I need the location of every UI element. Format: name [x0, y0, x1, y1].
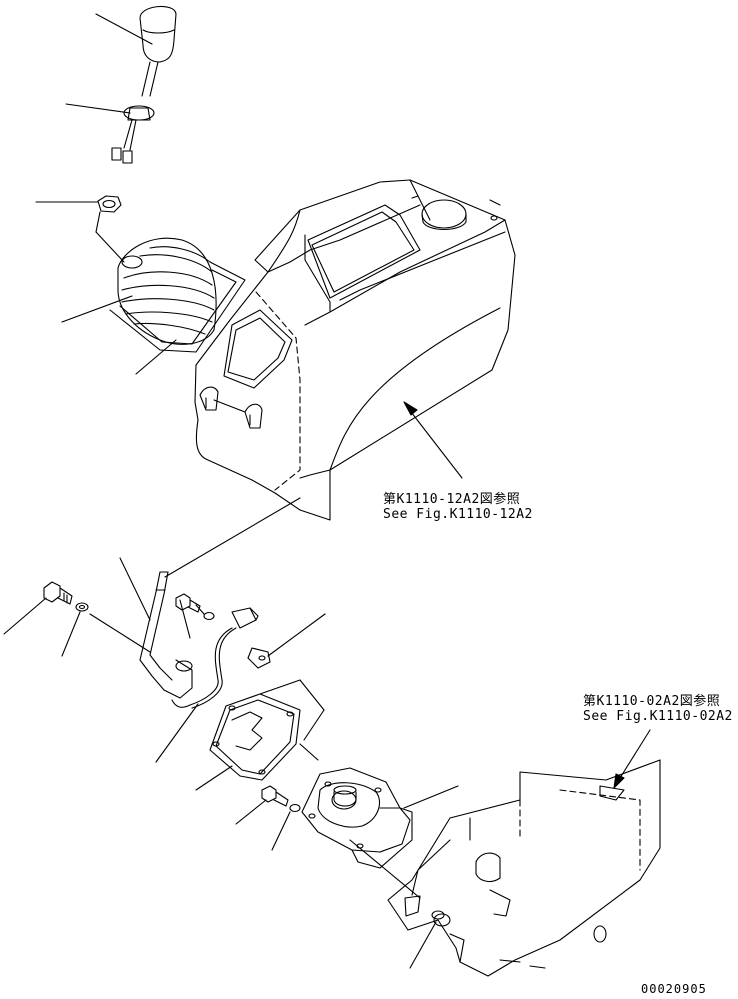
console-lock-slots	[199, 386, 263, 429]
clamp	[247, 647, 271, 669]
mounting-plate	[209, 693, 301, 781]
bracket-reference-arrow	[613, 773, 625, 789]
console-reference-leader	[407, 407, 463, 479]
washer-center	[203, 611, 215, 621]
boot-plate	[109, 261, 246, 353]
harness-wire	[171, 627, 237, 709]
washer-lower	[289, 803, 301, 813]
reference-jp-text: 第K1110-12A2図参照	[383, 492, 521, 507]
console-reference-arrow	[403, 401, 418, 416]
connector-block	[231, 607, 259, 629]
rubber-boot	[117, 237, 217, 345]
lever-knob	[139, 6, 177, 97]
reference-jp-text: 第K1110-02A2図参照	[583, 694, 721, 709]
nut	[97, 195, 122, 213]
part-leaders	[3, 13, 459, 969]
lever-rod	[139, 497, 301, 699]
console	[194, 179, 516, 521]
bolt-lower	[261, 785, 289, 807]
reference-label-console: 第K1110-12A2図参照 See Fig.K1110-12A2	[383, 492, 533, 522]
bracket-frame	[387, 759, 661, 977]
drawing-number: 00020905	[641, 982, 707, 996]
bolt-center	[175, 593, 201, 613]
bolt-left	[43, 581, 73, 605]
ppc-valve	[301, 767, 413, 869]
bracket-reference-leader	[619, 729, 651, 779]
reference-en-text: See Fig.K1110-02A2	[583, 709, 733, 724]
reference-en-text: See Fig.K1110-12A2	[383, 507, 533, 522]
washer-left	[75, 602, 89, 612]
reference-label-bracket: 第K1110-02A2図参照 See Fig.K1110-02A2	[583, 694, 733, 724]
switch-wiring	[111, 105, 155, 164]
